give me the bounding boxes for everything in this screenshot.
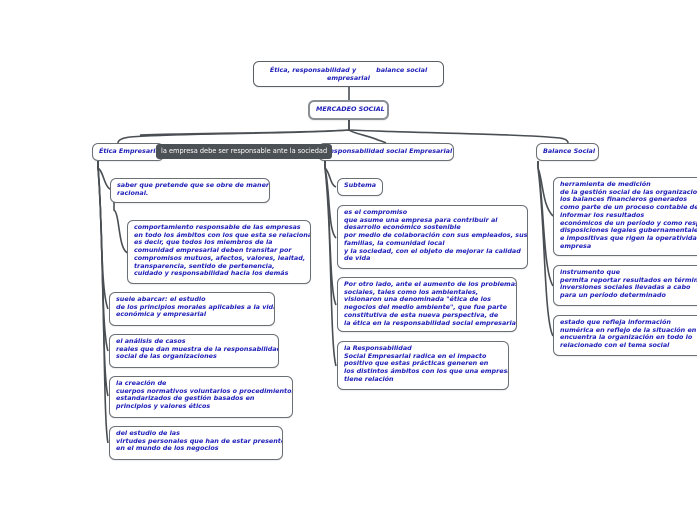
etica-topic-creacion[interactable]: la creación de cuerpos normativos volunt… bbox=[109, 376, 293, 418]
etica-topic-analisis-casos[interactable]: el análisis de casos reales que dan mues… bbox=[109, 334, 279, 368]
rse-topic-subtema[interactable]: Subtema bbox=[337, 178, 383, 196]
balance-topic-estado[interactable]: estado que refleja información numérica … bbox=[553, 315, 697, 356]
connector-etica-4 bbox=[97, 161, 109, 397]
connector-rse-3 bbox=[324, 161, 337, 306]
connector-center-etica bbox=[117, 119, 350, 144]
connector-balance-3 bbox=[537, 161, 554, 337]
center-node-mercadeo-social[interactable]: MERCADEO SOCIAL bbox=[308, 100, 389, 120]
etica-topic-estudio-virtudes[interactable]: del estudio de las virtudes personales q… bbox=[109, 426, 283, 460]
rse-topic-impacto[interactable]: la Responsabilidad Social Empresarial ra… bbox=[337, 341, 509, 390]
connector-center-balance bbox=[348, 119, 569, 144]
rse-topic-compromiso[interactable]: es el compromiso que asume una empresa p… bbox=[337, 205, 528, 269]
etica-topic-suele-abarcar[interactable]: suele abarcar: el estudio de los princip… bbox=[109, 292, 275, 326]
branch-etica-empresarial[interactable]: Ética Empresarial bbox=[92, 143, 164, 161]
node-tooltip: la empresa debe ser responsable ante la … bbox=[156, 144, 333, 159]
connector-balance-2 bbox=[537, 161, 554, 287]
connector-etica-5 bbox=[97, 161, 109, 444]
connector-balance-1 bbox=[537, 161, 554, 217]
balance-topic-instrumento[interactable]: instrumento que permita reportar resulta… bbox=[553, 265, 697, 306]
balance-topic-herramienta[interactable]: herramienta de medición de la gestión so… bbox=[553, 177, 697, 256]
connector-rse-2 bbox=[324, 161, 337, 239]
branch-responsabilidad-social[interactable]: Responsabilidad social Empresarial bbox=[318, 143, 454, 161]
branch-balance-social[interactable]: Balance Social bbox=[536, 143, 599, 161]
etica-topic-comportamiento[interactable]: comportamiento responsable de las empres… bbox=[127, 220, 311, 284]
etica-topic-saber[interactable]: saber que pretende que se obre de manera… bbox=[110, 178, 270, 203]
connector-etica-1a bbox=[113, 201, 129, 254]
connector-rse-4 bbox=[324, 161, 337, 367]
rse-topic-otro-lado[interactable]: Por otro lado, ante el aumento de los pr… bbox=[337, 277, 517, 332]
connector-etica-2 bbox=[97, 161, 109, 310]
connector-etica-3 bbox=[97, 161, 109, 352]
connector-center-rse bbox=[348, 119, 387, 144]
connector-rse-1 bbox=[324, 161, 337, 188]
root-node[interactable]: Ética, responsabilidad y balance social … bbox=[253, 61, 444, 87]
